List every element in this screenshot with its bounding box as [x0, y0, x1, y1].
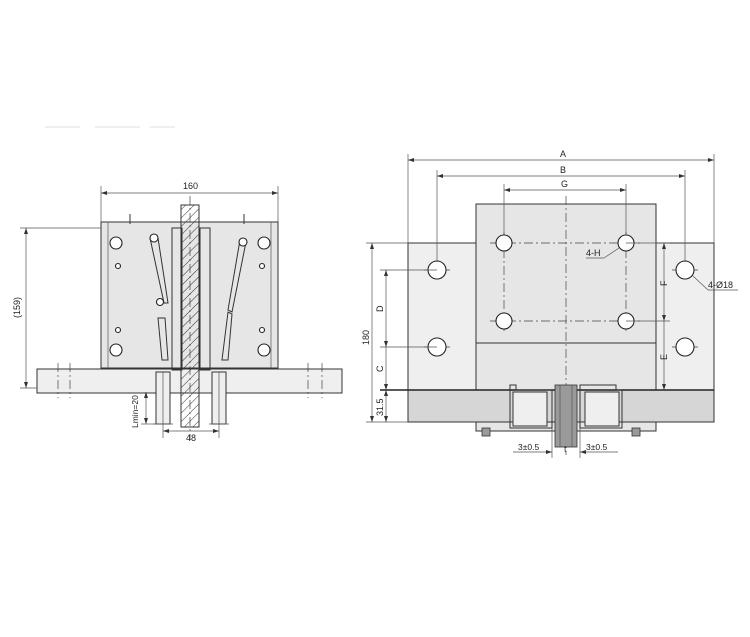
dim-a: A	[560, 149, 566, 159]
dim-31-5: 31.5	[375, 398, 385, 416]
dim-e: E	[659, 354, 669, 360]
dim-48: 48	[186, 433, 196, 443]
dim-t: t	[564, 444, 567, 454]
dim-g: G	[561, 179, 568, 189]
dim-lmin: Lmin=20	[130, 395, 140, 428]
dim-c: C	[375, 365, 385, 372]
gripping-blocks	[509, 384, 623, 429]
dim-d: D	[375, 305, 385, 312]
dim-gap-left: 3±0.5	[518, 442, 539, 452]
dim-159: (159)	[12, 297, 22, 318]
dim-160: 160	[183, 181, 198, 191]
dim-f: F	[659, 280, 669, 286]
label-4h: 4-H	[586, 248, 601, 258]
plan-view: A B G 4-H 4-Ø18 180 D	[361, 149, 738, 458]
dim-b: B	[560, 165, 566, 175]
bottom-studs	[153, 371, 229, 425]
right-lever	[221, 237, 248, 361]
side-view: 160 (159) Lmin=20 48	[12, 126, 343, 443]
dim-180: 180	[361, 330, 371, 345]
label-4d18: 4-Ø18	[708, 280, 733, 290]
housing-bolts	[109, 236, 271, 357]
rail-head	[554, 384, 578, 448]
dim-gap-right: 3±0.5	[586, 442, 607, 452]
left-lever	[149, 233, 169, 361]
